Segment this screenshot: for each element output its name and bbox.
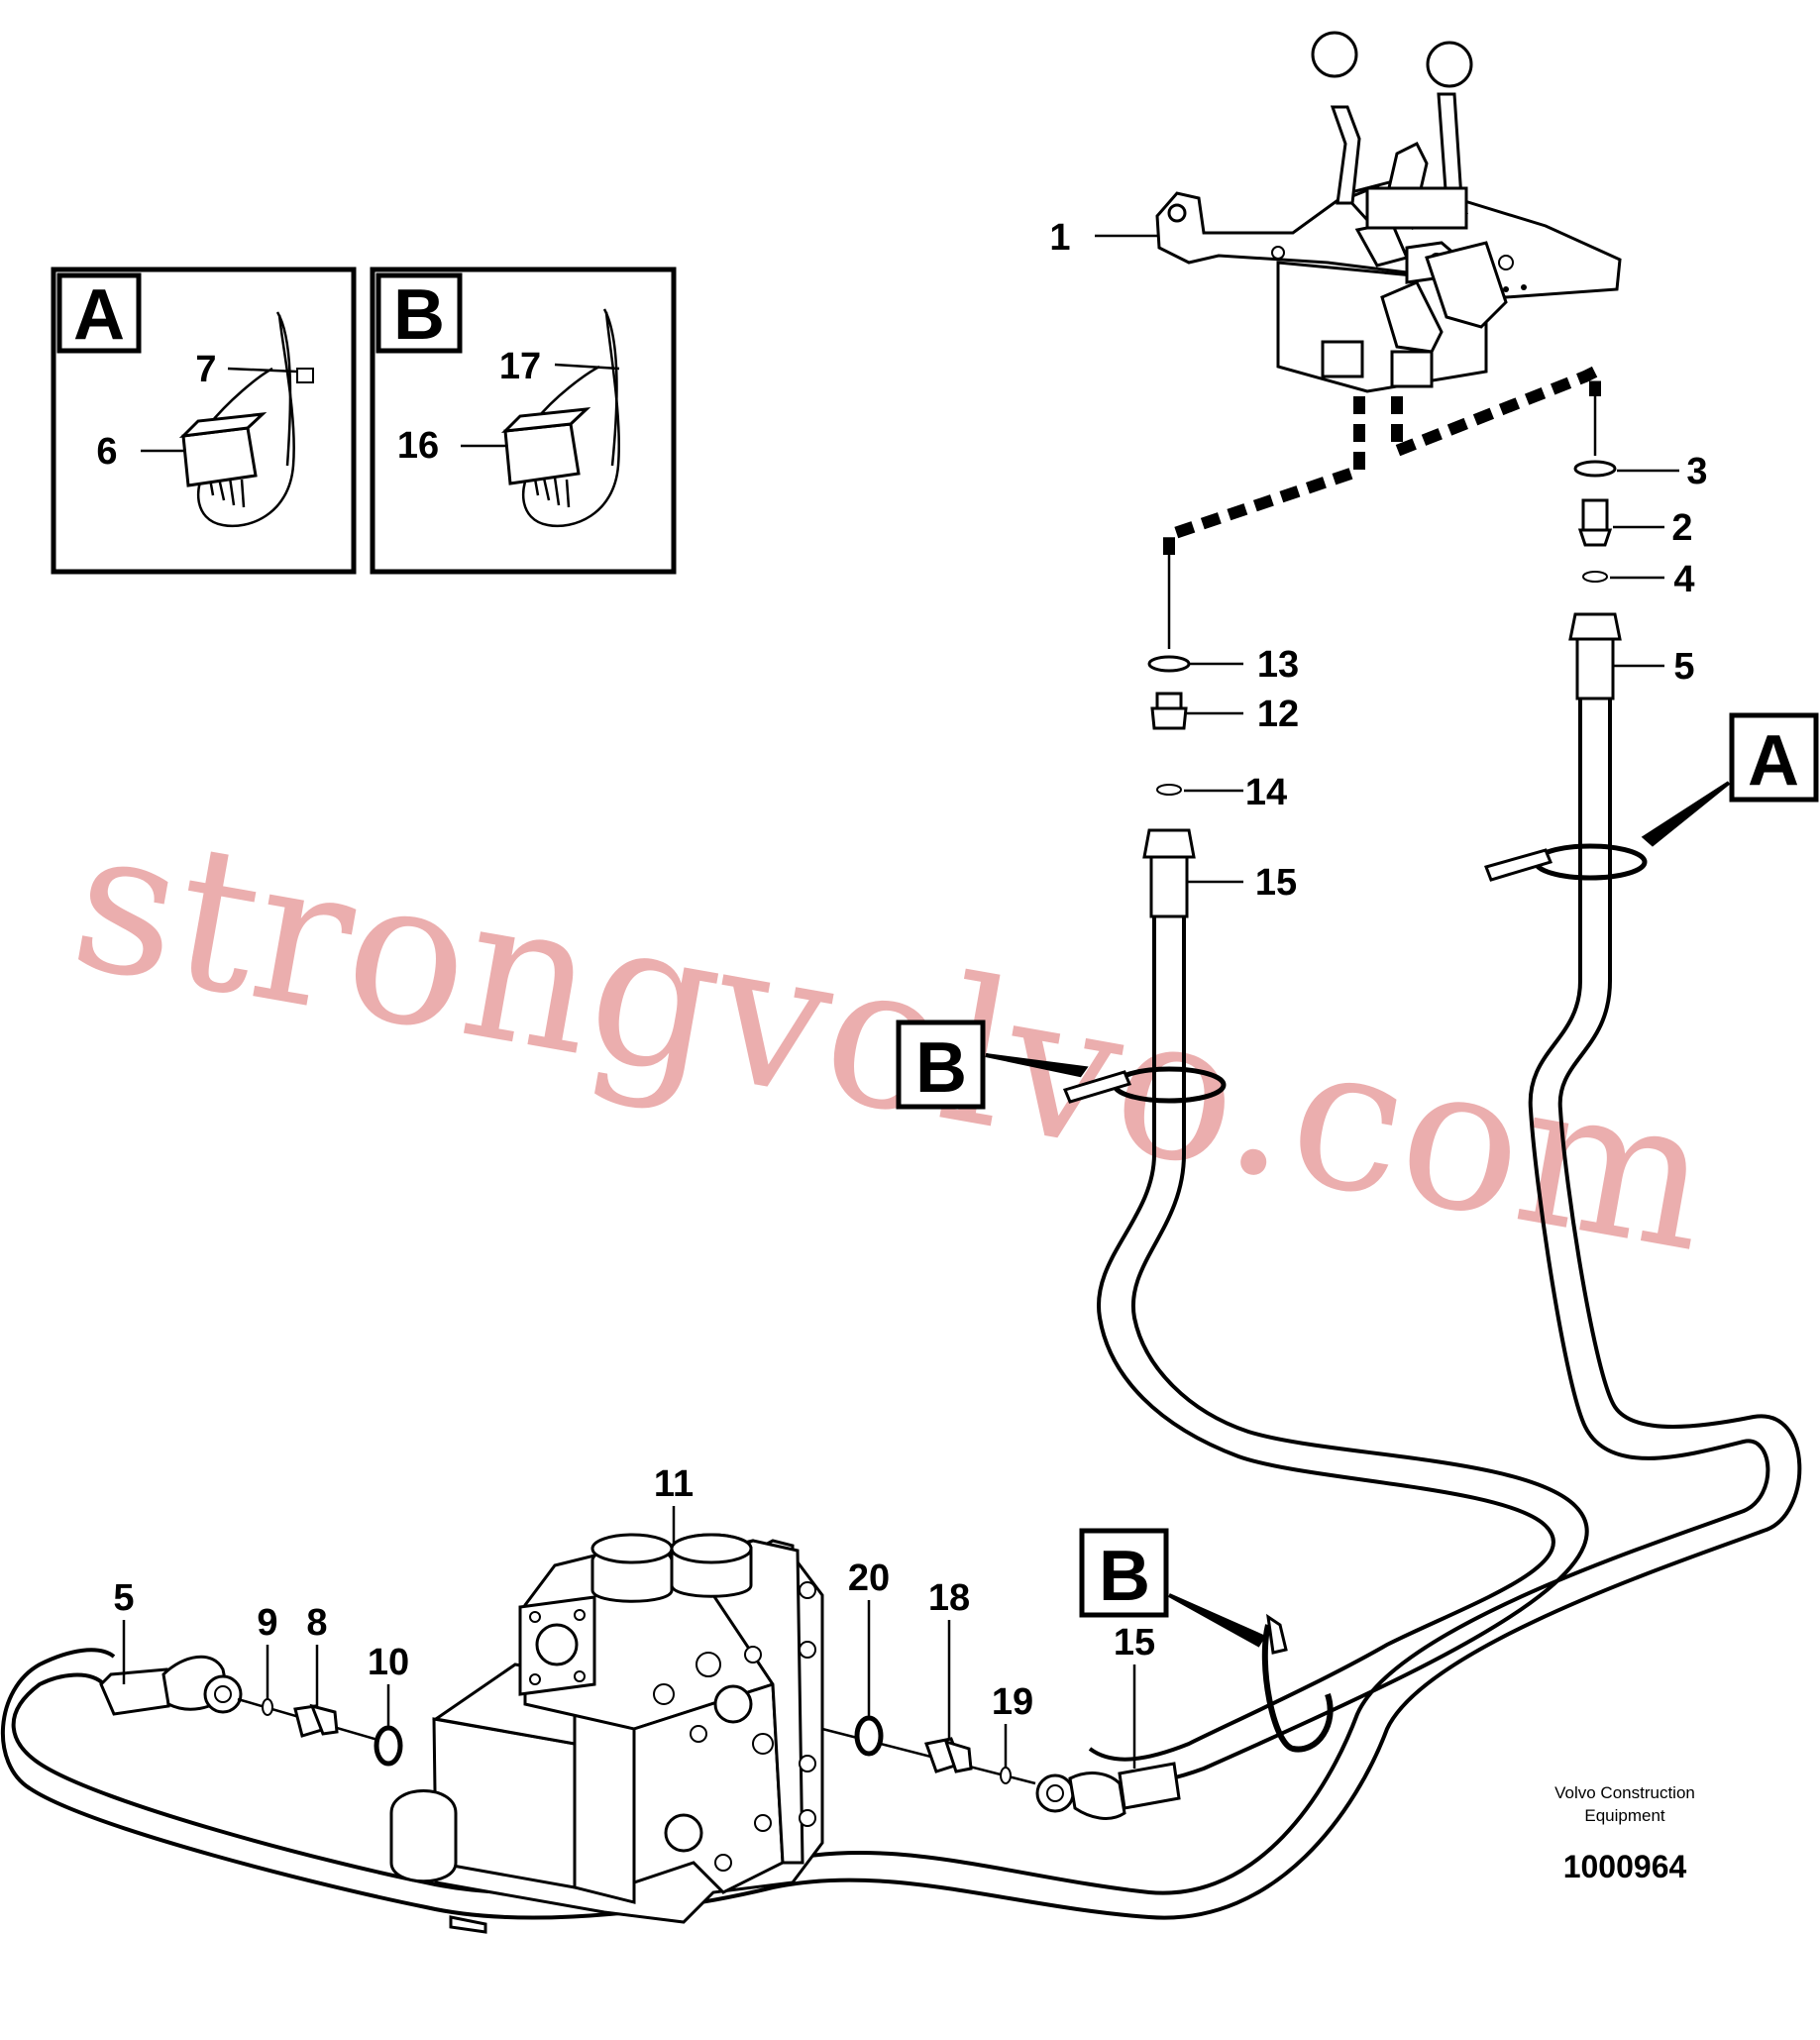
pilot-control-valve bbox=[1155, 31, 1622, 393]
cable-tie-mount-icon bbox=[500, 308, 620, 528]
drawing-number: 1000964 bbox=[1563, 1849, 1687, 1884]
company-name-line1: Volvo Construction bbox=[1554, 1783, 1695, 1802]
company-name-line2: Equipment bbox=[1584, 1806, 1665, 1825]
label-part-18: 18 bbox=[928, 1577, 970, 1619]
label-part-15-bottom: 15 bbox=[1114, 1622, 1155, 1664]
label-part-5-left: 5 bbox=[113, 1577, 134, 1619]
callout-a-letter: A bbox=[1748, 721, 1799, 801]
callout-b-upper-letter: B bbox=[915, 1028, 967, 1108]
main-control-valve bbox=[389, 1533, 824, 1934]
pilot-line-dashed-left bbox=[1163, 396, 1365, 555]
label-part-13: 13 bbox=[1257, 644, 1299, 686]
callout-b-pointer-lower: B bbox=[1079, 1528, 1266, 1648]
watermark: strongvolvo.com bbox=[58, 783, 1727, 1297]
hose-right bbox=[0, 460, 1802, 1920]
part-labels: 1 2 3 4 5 5 6 7 8 9 10 11 12 13 14 15 15… bbox=[96, 217, 1707, 1723]
label-part-1: 1 bbox=[1049, 217, 1070, 259]
leader-lines bbox=[122, 234, 1679, 1769]
detail-box-b: B bbox=[370, 267, 677, 575]
detail-box-a-letter: A bbox=[73, 275, 125, 355]
label-part-5-top: 5 bbox=[1673, 646, 1694, 688]
callout-b-pointer-upper: B bbox=[896, 1020, 1089, 1110]
pilot-line-dashed-right bbox=[1391, 362, 1601, 460]
label-part-8: 8 bbox=[306, 1602, 327, 1644]
label-part-2: 2 bbox=[1671, 507, 1692, 549]
label-part-17: 17 bbox=[499, 346, 541, 387]
label-part-6: 6 bbox=[96, 431, 117, 473]
label-part-15-top: 15 bbox=[1255, 862, 1297, 904]
label-part-20: 20 bbox=[848, 1557, 890, 1599]
detail-box-a: A bbox=[51, 267, 357, 575]
cable-tie-b-on-hose-lower bbox=[1261, 1613, 1334, 1753]
label-part-19: 19 bbox=[992, 1681, 1033, 1723]
label-part-9: 9 bbox=[257, 1602, 277, 1644]
callout-a-pointer: A bbox=[1641, 712, 1819, 847]
fittings-left bbox=[99, 1655, 403, 1767]
label-part-3: 3 bbox=[1686, 451, 1707, 492]
callout-b-lower-letter: B bbox=[1099, 1537, 1150, 1616]
detail-box-b-letter: B bbox=[393, 275, 445, 355]
cable-tie-a-on-hose bbox=[1484, 843, 1648, 882]
fittings-right bbox=[821, 1715, 1181, 1820]
label-part-12: 12 bbox=[1257, 694, 1299, 735]
label-part-16: 16 bbox=[397, 425, 439, 467]
hose-left bbox=[1088, 655, 1589, 1786]
label-part-7: 7 bbox=[195, 349, 216, 390]
drawing-footer: Volvo Construction Equipment 1000964 bbox=[1554, 1783, 1695, 1884]
label-part-11: 11 bbox=[654, 1463, 694, 1505]
label-part-4: 4 bbox=[1673, 559, 1694, 600]
label-part-14: 14 bbox=[1245, 772, 1287, 813]
cable-tie-b-on-hose-upper bbox=[1062, 1066, 1227, 1104]
label-part-10: 10 bbox=[368, 1642, 409, 1683]
